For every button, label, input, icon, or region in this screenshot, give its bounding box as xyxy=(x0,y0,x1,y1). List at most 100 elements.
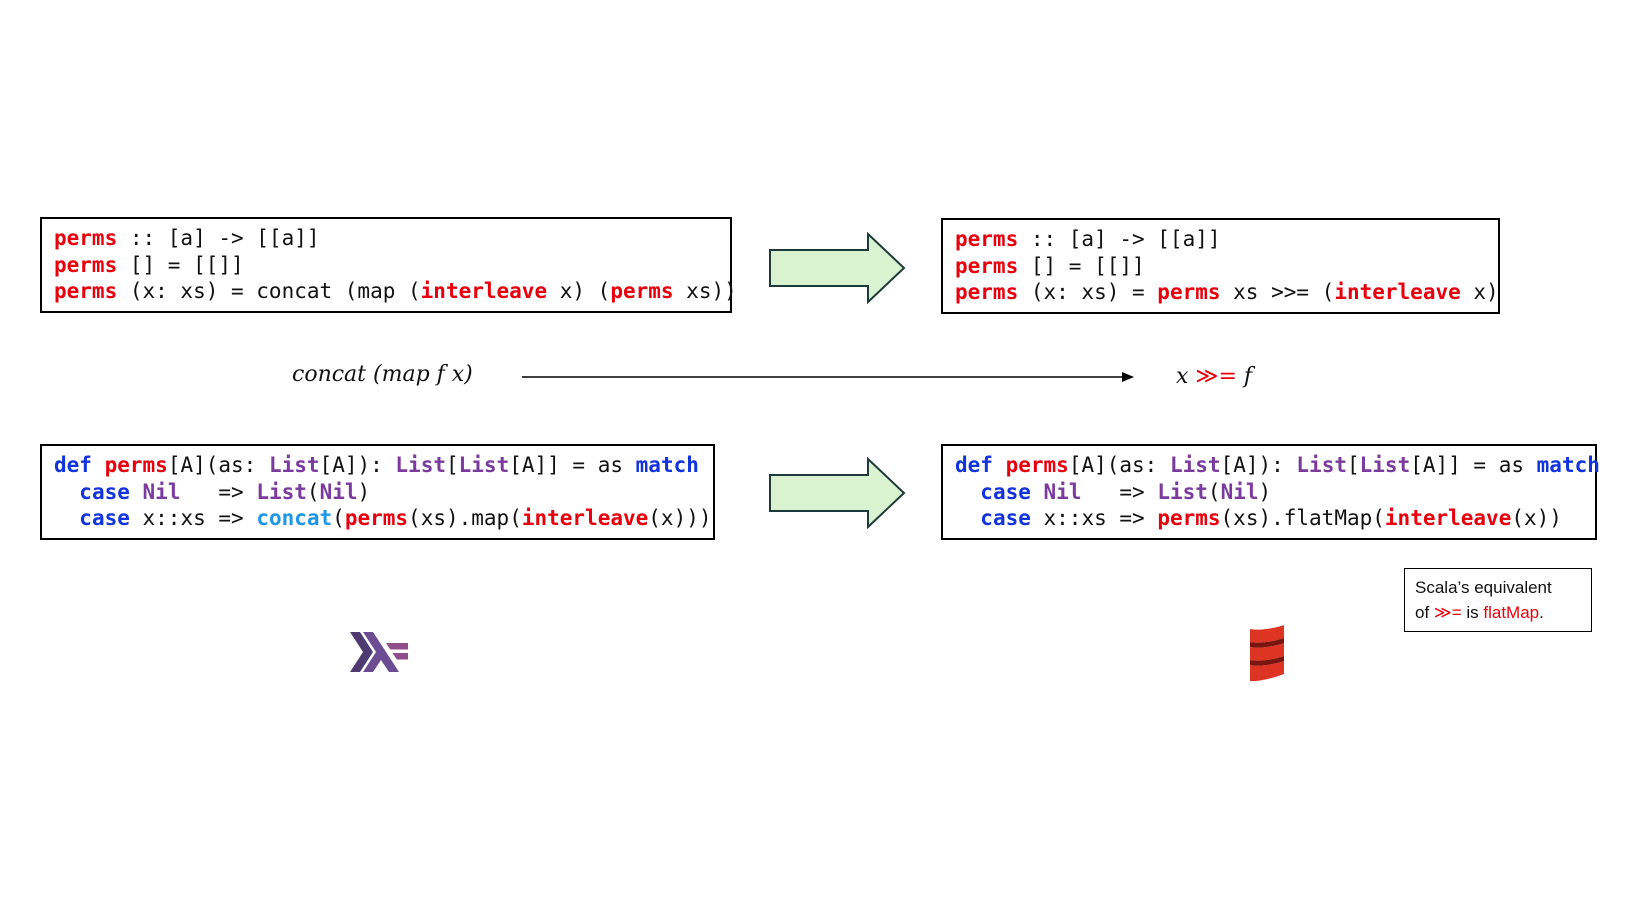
note-line-2: of ≫= is flatMap. xyxy=(1415,600,1581,625)
code-token: case xyxy=(79,506,130,530)
code-token: perms xyxy=(955,280,1019,304)
code-token xyxy=(1031,480,1044,504)
note-operator: ≫= xyxy=(1433,603,1462,622)
equivalence-arrow-icon xyxy=(522,372,1134,382)
code-token: xs >>= ( xyxy=(1220,280,1335,304)
code-line: def perms[A](as: List[A]): List[List[A]]… xyxy=(54,452,701,479)
concat-map-expression: concat (map f x) xyxy=(292,362,473,387)
code-token xyxy=(130,480,143,504)
code-token: perms xyxy=(104,453,168,477)
code-token: List xyxy=(458,453,510,477)
code-token: [ xyxy=(1346,453,1360,477)
code-line: case Nil => List(Nil) xyxy=(54,479,701,506)
bind-expression: x ≫= f xyxy=(1176,364,1252,389)
code-token: (x: xs) = xyxy=(1018,280,1158,304)
code-token: [A]): xyxy=(1220,453,1297,477)
code-line: perms (x: xs) = concat (map (interleave … xyxy=(54,278,737,305)
code-token xyxy=(54,506,79,530)
code-token: ( xyxy=(306,479,320,504)
code-line: perms [] = [[]] xyxy=(955,253,1486,280)
code-token: ) xyxy=(1258,479,1272,504)
code-token: perms xyxy=(1157,280,1221,304)
code-token: interleave xyxy=(521,506,649,530)
code-token: (x)) xyxy=(1511,506,1562,530)
code-line: def perms[A](as: List[A]): List[List[A]]… xyxy=(955,452,1600,479)
code-token: case xyxy=(980,479,1031,504)
code-token: [A]): xyxy=(319,453,396,477)
code-token: x::xs => xyxy=(129,506,257,530)
code-token: perms xyxy=(1005,453,1069,477)
code-token: x) ( xyxy=(547,279,611,303)
code-token: [] = [[]] xyxy=(117,252,244,277)
code-token: => xyxy=(180,479,257,504)
code-token: :: [a] -> [[a]] xyxy=(1018,227,1221,251)
note-mid: is xyxy=(1461,603,1484,622)
code-token xyxy=(54,480,79,504)
code-token: [A](as: xyxy=(167,453,269,477)
code-token: [] = [[]] xyxy=(1018,253,1145,278)
code-token: match xyxy=(635,453,699,477)
code-token: x) xyxy=(1460,280,1499,304)
code-token: Nil xyxy=(1220,479,1259,504)
scala-note: Scala’s equivalent of ≫= is flatMap. xyxy=(1404,568,1592,632)
code-token: [A]] = as xyxy=(509,453,636,477)
transform-arrow-top-icon xyxy=(769,232,906,304)
code-token: perms xyxy=(344,506,409,530)
code-token: interleave xyxy=(420,279,548,303)
code-token: perms xyxy=(54,226,118,250)
bind-f: f xyxy=(1236,364,1253,389)
code-token: concat xyxy=(256,506,333,530)
code-line: perms (x: xs) = perms xs >>= (interleave… xyxy=(955,279,1499,306)
code-token: interleave xyxy=(1384,506,1512,530)
scala-code-after: def perms[A](as: List[A]): List[List[A]]… xyxy=(941,444,1600,540)
note-line-1: Scala’s equivalent xyxy=(1415,578,1552,597)
note-suffix: . xyxy=(1539,603,1544,622)
code-line: case x::xs => concat(perms(xs).map(inter… xyxy=(54,505,711,532)
code-token: def xyxy=(54,453,92,477)
code-token: Nil xyxy=(142,479,181,504)
code-token: Nil xyxy=(1043,479,1082,504)
code-token: :: [a] -> [[a]] xyxy=(117,226,320,250)
code-token: List xyxy=(268,453,320,477)
code-token: def xyxy=(955,453,993,477)
code-line: perms [] = [[]] xyxy=(54,252,718,279)
transform-arrow-bottom-icon xyxy=(769,457,906,529)
code-token: perms xyxy=(955,253,1019,278)
code-line: perms :: [a] -> [[a]] xyxy=(54,225,718,252)
code-line: case Nil => List(Nil) xyxy=(955,479,1583,506)
scala-code-before: def perms[A](as: List[A]): List[List[A]]… xyxy=(40,444,715,540)
code-token: (xs).flatMap( xyxy=(1220,506,1385,530)
haskell-code-before: perms :: [a] -> [[a]]perms [] = [[]]perm… xyxy=(40,217,737,313)
code-token: interleave xyxy=(1334,280,1461,304)
code-token: perms xyxy=(1157,506,1221,530)
code-token: => xyxy=(1081,479,1158,504)
note-flatmap: flatMap xyxy=(1483,603,1540,622)
code-line: case x::xs => perms(xs).flatMap(interlea… xyxy=(955,505,1583,532)
code-token: perms xyxy=(54,279,118,303)
code-token: List xyxy=(1169,453,1221,477)
haskell-logo-icon xyxy=(350,632,408,672)
code-token: List xyxy=(256,479,307,504)
bind-x: x xyxy=(1176,364,1196,389)
code-token: ( xyxy=(332,506,345,530)
code-token: perms xyxy=(54,252,118,277)
code-token: Nil xyxy=(319,479,358,504)
haskell-code-after: perms :: [a] -> [[a]]perms [] = [[]]perm… xyxy=(941,218,1500,314)
code-token: [A]] = as xyxy=(1410,453,1537,477)
code-token xyxy=(955,480,980,504)
code-token: List xyxy=(395,453,446,477)
code-token xyxy=(92,453,105,477)
code-token: (x))) xyxy=(648,506,712,530)
code-token: List xyxy=(1359,453,1411,477)
scala-logo-icon xyxy=(1250,625,1284,682)
code-token: case xyxy=(980,506,1031,530)
code-token xyxy=(993,453,1006,477)
code-token: x::xs => xyxy=(1030,506,1158,530)
code-token xyxy=(955,506,980,530)
code-token: (x: xs) = concat (map ( xyxy=(117,279,421,303)
code-token: [A](as: xyxy=(1068,453,1170,477)
code-token: perms xyxy=(955,227,1019,251)
code-token: ) xyxy=(357,479,371,504)
note-prefix: of xyxy=(1415,603,1434,622)
code-line: perms :: [a] -> [[a]] xyxy=(955,226,1486,253)
